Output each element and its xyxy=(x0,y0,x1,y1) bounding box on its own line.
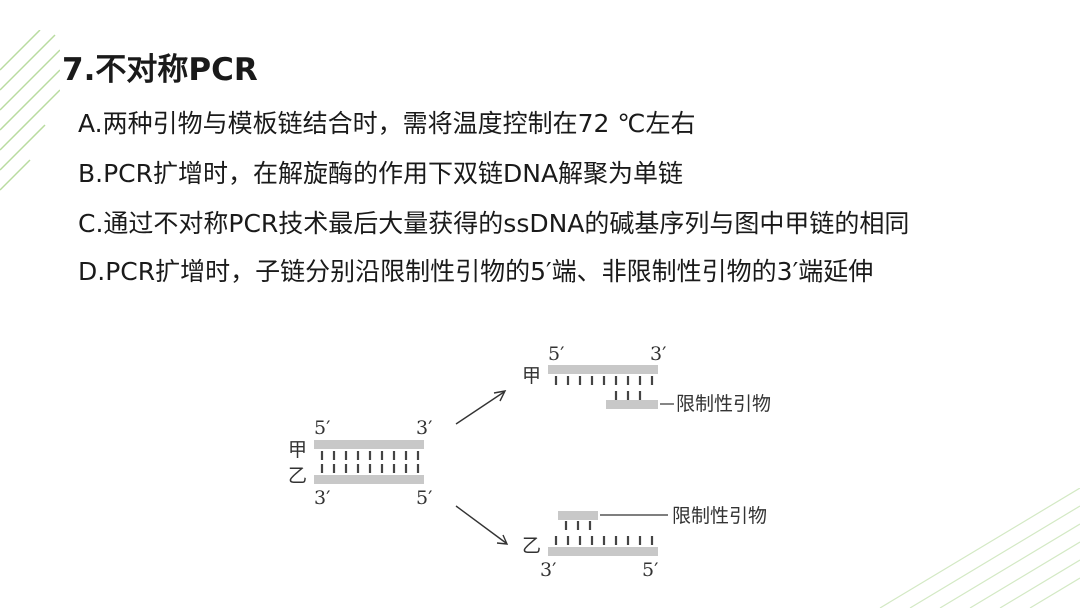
br-primer xyxy=(558,511,598,520)
options-list: A.两种引物与模板链结合时，需将温度控制在72 ℃左右 B.PCR扩增时，在解旋… xyxy=(78,106,1028,304)
tr-5-label: 5′ xyxy=(548,343,564,365)
left-top-strand xyxy=(314,440,424,449)
left-bottom-5-label: 5′ xyxy=(416,487,432,509)
br-5-label: 5′ xyxy=(642,559,658,581)
tr-strand xyxy=(548,365,658,374)
arrow-up xyxy=(455,390,507,425)
tr-strand-jia-label: 甲 xyxy=(522,365,541,387)
page-title: 7.不对称PCR xyxy=(62,52,258,88)
br-strand-ticks xyxy=(554,536,654,545)
tr-primer-label: 限制性引物 xyxy=(676,393,771,415)
br-strand-yi-label: 乙 xyxy=(522,535,541,557)
br-3-label: 3′ xyxy=(540,559,556,581)
tr-primer xyxy=(606,400,658,409)
option-b: B.PCR扩增时，在解旋酶的作用下双链DNA解聚为单链 xyxy=(78,159,684,188)
decorative-lines-left xyxy=(0,30,60,191)
left-bottom-3-label: 3′ xyxy=(314,487,330,509)
option-a: A.两种引物与模板链结合时，需将温度控制在72 ℃左右 xyxy=(78,109,696,138)
arrow-down xyxy=(455,505,509,545)
decorative-lines-right xyxy=(879,488,1080,608)
left-strand-jia-label: 甲 xyxy=(288,439,307,461)
option-d: D.PCR扩增时，子链分别沿限制性引物的5′端、非限制性引物的3′端延伸 xyxy=(78,257,874,286)
tr-strand-ticks xyxy=(554,376,654,385)
br-strand xyxy=(548,547,658,556)
tr-primer-ticks xyxy=(614,391,642,400)
left-top-3-label: 3′ xyxy=(416,417,432,439)
option-c: C.通过不对称PCR技术最后大量获得的ssDNA的碱基序列与图中甲链的相同 xyxy=(78,209,910,238)
left-bottom-ticks xyxy=(320,464,420,473)
tr-3-label: 3′ xyxy=(650,343,666,365)
left-top-5-label: 5′ xyxy=(314,417,330,439)
br-primer-ticks xyxy=(564,521,592,530)
pcr-diagram: 5′ 3′ 甲 乙 3′ 5′ 5′ 3′ 甲 xyxy=(288,343,771,581)
left-bottom-strand xyxy=(314,475,424,484)
left-top-ticks xyxy=(320,451,420,460)
br-primer-label: 限制性引物 xyxy=(672,505,767,527)
left-strand-yi-label: 乙 xyxy=(288,465,307,487)
